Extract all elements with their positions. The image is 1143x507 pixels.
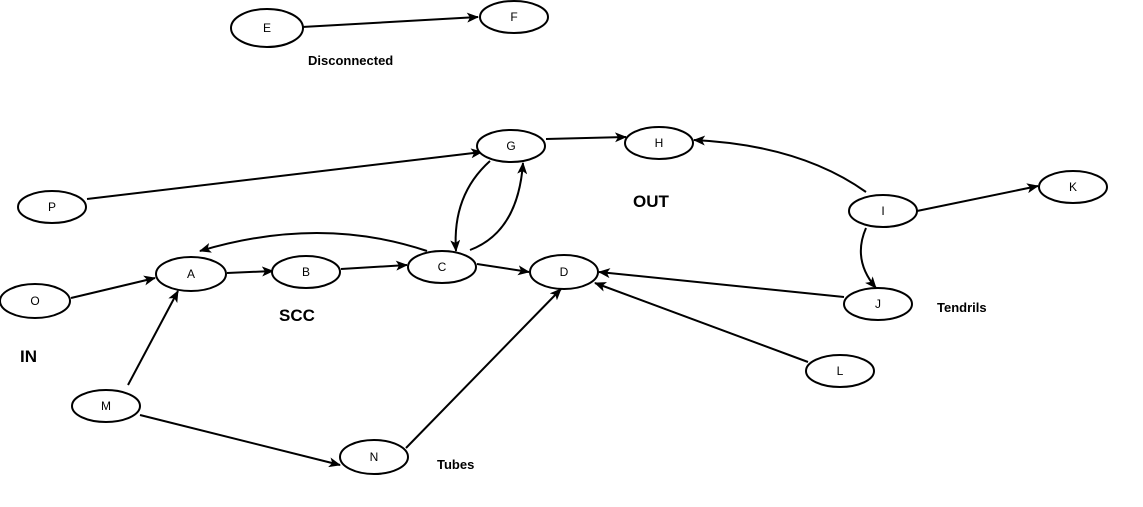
node-g: G (476, 129, 546, 163)
label-out: OUT (633, 192, 669, 211)
node-ellipse (155, 256, 227, 292)
node-o: O (0, 283, 71, 319)
node-label: N (370, 450, 379, 464)
node-label: M (101, 399, 111, 413)
node-ellipse (407, 250, 477, 284)
node-a: A (155, 256, 227, 292)
node-m: M (71, 389, 141, 423)
node-k: K (1038, 170, 1108, 204)
node-ellipse (230, 8, 304, 48)
edge-m-to-n (139, 414, 341, 468)
node-label: P (48, 200, 56, 214)
node-ellipse (843, 287, 913, 321)
node-label: F (510, 10, 517, 24)
label-tubes: Tubes (437, 457, 475, 472)
node-ellipse (848, 194, 918, 228)
node-j: J (843, 287, 913, 321)
edge-m-to-a (127, 290, 179, 386)
node-e: E (230, 8, 304, 48)
edge-a-to-b (226, 266, 274, 277)
node-ellipse (339, 439, 409, 475)
node-label: E (263, 21, 271, 35)
node-label: G (506, 139, 515, 153)
node-h: H (624, 126, 694, 160)
node-l: L (805, 354, 875, 388)
edge-c-to-g (469, 162, 528, 251)
node-ellipse (805, 354, 875, 388)
node-f: F (479, 0, 549, 34)
edge-p-to-g (86, 148, 483, 200)
edge-i-to-k (916, 183, 1039, 212)
edge-i-to-j (859, 227, 877, 289)
edge-c-to-a (199, 232, 428, 253)
edge-o-to-a (70, 275, 156, 299)
node-label: K (1069, 180, 1077, 194)
edges-layer (70, 12, 1039, 468)
node-label: D (560, 265, 569, 279)
node-label: A (187, 267, 195, 281)
node-label: J (875, 297, 881, 311)
edge-g-to-h (545, 132, 627, 143)
label-in: IN (20, 347, 37, 366)
edge-b-to-c (340, 260, 408, 271)
edge-i-to-h (693, 135, 867, 193)
node-label: B (302, 265, 310, 279)
node-ellipse (17, 190, 87, 224)
edge-l-to-d (594, 282, 809, 363)
node-label: I (881, 204, 884, 218)
node-d: D (529, 254, 599, 290)
node-ellipse (0, 283, 71, 319)
node-ellipse (529, 254, 599, 290)
node-i: I (848, 194, 918, 228)
node-p: P (17, 190, 87, 224)
edge-e-to-f (301, 12, 479, 28)
node-c: C (407, 250, 477, 284)
edge-n-to-d (405, 288, 562, 449)
edge-g-to-c (450, 160, 491, 252)
edge-c-to-d (476, 263, 530, 276)
label-scc: SCC (279, 306, 315, 325)
node-ellipse (1038, 170, 1108, 204)
label-disconnected: Disconnected (308, 53, 394, 68)
node-b: B (271, 255, 341, 289)
edge-j-to-d (598, 268, 845, 298)
node-ellipse (624, 126, 694, 160)
node-ellipse (271, 255, 341, 289)
node-label: H (655, 136, 664, 150)
node-ellipse (476, 129, 546, 163)
nodes-layer: E F G H P I K O A B C D J L M N (0, 0, 1108, 475)
node-ellipse (71, 389, 141, 423)
node-label: C (438, 260, 447, 274)
node-n: N (339, 439, 409, 475)
node-label: L (837, 364, 844, 378)
node-label: O (30, 294, 39, 308)
label-tendrils: Tendrils (937, 300, 987, 315)
node-ellipse (479, 0, 549, 34)
